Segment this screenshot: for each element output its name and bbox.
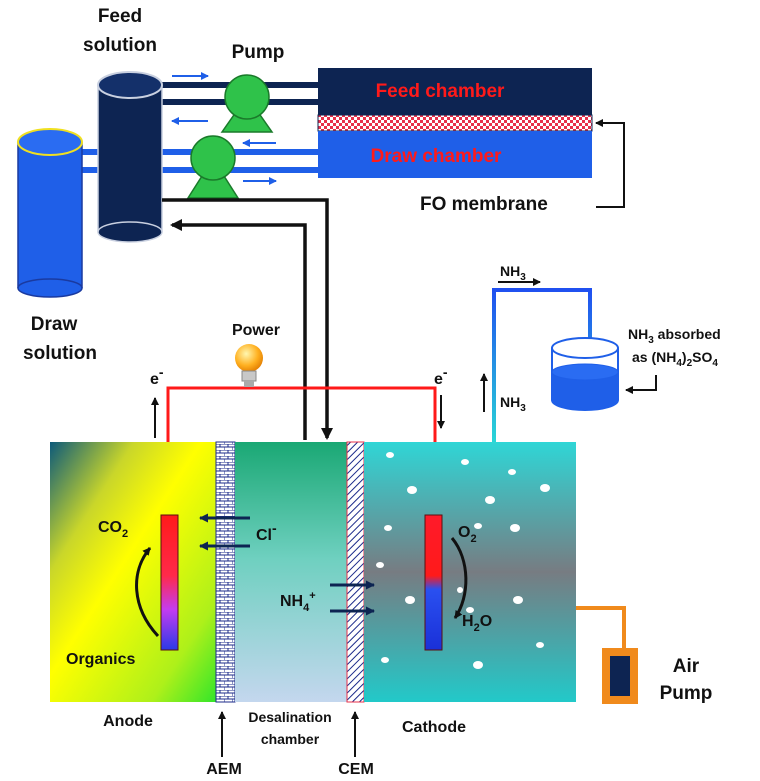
organics-label: Organics — [66, 651, 135, 668]
draw-chamber — [318, 131, 592, 178]
fo-module — [317, 68, 593, 178]
desalination-label-1: Desalination — [248, 709, 331, 725]
air-pump-label-2: Pump — [660, 683, 713, 704]
electron-label-left: e- — [150, 364, 164, 388]
power-label: Power — [232, 322, 280, 339]
cathode-reaction-arrow — [450, 537, 468, 619]
desalination-label-2: chamber — [261, 731, 320, 747]
cathode-electrode — [424, 514, 443, 651]
light-bulb-icon — [235, 344, 263, 387]
cathode-label: Cathode — [402, 719, 466, 736]
nh3-pipe — [492, 288, 592, 442]
electron-label-right: e- — [434, 364, 448, 388]
draw-solution-tank — [17, 128, 83, 298]
absorbed-pointer — [625, 375, 657, 394]
feed-supply-line — [162, 198, 333, 440]
absorbed-label-2: as (NH4)2SO4 — [632, 349, 718, 369]
feed-solution-tank — [97, 71, 163, 243]
co2-label: CO2 — [98, 519, 128, 540]
air-pump-icon — [602, 648, 638, 704]
draw-pump-icon — [186, 135, 240, 199]
nh3-side-label: NH3 — [500, 394, 526, 414]
feed-pump-icon — [220, 74, 274, 133]
nh3-top-label: NH3 — [500, 263, 526, 283]
draw-chamber-label: Draw chamber — [371, 146, 503, 167]
draw-solution-label-2: solution — [23, 343, 97, 364]
cathode-chamber — [364, 442, 576, 702]
o2-label: O2 — [458, 524, 477, 545]
feed-chamber-label: Feed chamber — [376, 81, 505, 102]
anode-label: Anode — [103, 713, 153, 730]
ammonium-label: NH4+ — [280, 590, 316, 614]
fo-membrane-label: FO membrane — [420, 194, 548, 215]
h2o-label: H2O — [462, 613, 492, 634]
desalination-chamber — [235, 442, 347, 702]
absorbed-label-1: NH3 absorbed — [628, 326, 721, 346]
air-pump-label-1: Air — [673, 656, 700, 677]
feed-solution-label-2: solution — [83, 35, 157, 56]
cem-membrane — [346, 441, 365, 703]
pump-label: Pump — [232, 42, 285, 63]
air-line — [576, 606, 626, 650]
anode-chamber — [50, 442, 218, 702]
draw-solution-label-1: Draw — [31, 314, 78, 335]
anode-reaction-arrow — [135, 547, 160, 638]
feed-return-line — [170, 219, 307, 440]
fo-membrane — [317, 114, 593, 132]
anode-electrode — [160, 514, 179, 651]
feed-chamber — [318, 68, 592, 115]
cem-label: CEM — [338, 761, 374, 778]
aem-membrane — [215, 441, 236, 703]
air-bubbles — [376, 452, 550, 669]
fo-membrane-pointer — [595, 119, 625, 208]
chloride-label: Cl- — [256, 520, 277, 544]
feed-solution-label-1: Feed — [98, 6, 142, 27]
absorber-vessel — [551, 337, 619, 411]
aem-label: AEM — [206, 761, 242, 778]
